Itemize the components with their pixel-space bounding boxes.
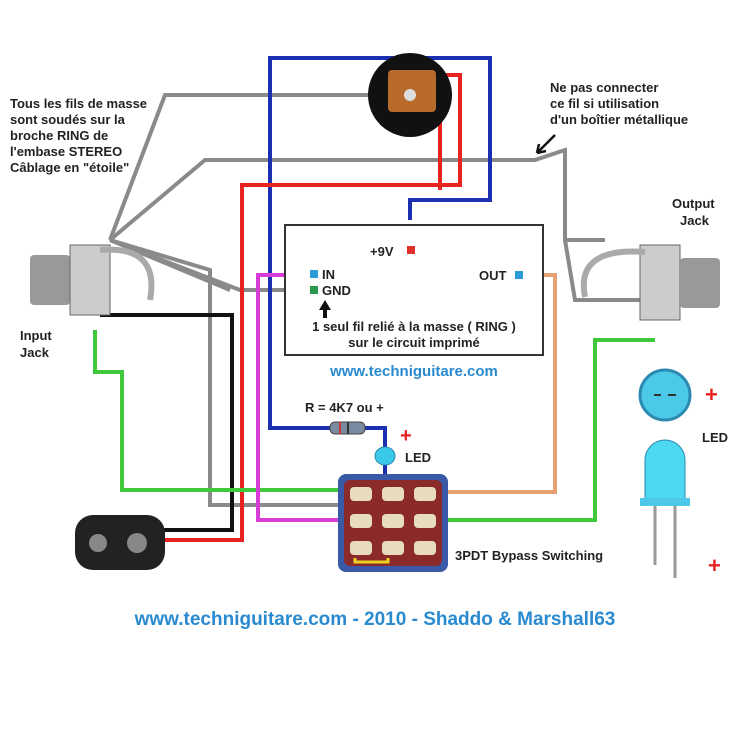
battery-clip xyxy=(75,515,165,570)
input-jack-label-1: Input xyxy=(20,328,52,343)
pcb-gnd-label: GND xyxy=(322,283,351,298)
ground-wires xyxy=(108,93,650,517)
ground-note-line: Tous les fils de masse xyxy=(10,96,147,111)
footer-credit: www.techniguitare.com - 2010 - Shaddo & … xyxy=(134,609,616,630)
output-jack-label-1: Output xyxy=(672,196,715,211)
output-jack xyxy=(580,244,720,321)
ground-note: Tous les fils de masse sont soudés sur l… xyxy=(10,96,147,175)
led-label: LED xyxy=(405,450,431,465)
led xyxy=(374,446,396,466)
led-legend xyxy=(638,368,692,578)
metal-note-line: Ne pas connecter xyxy=(550,80,658,95)
ground-note-line: sont soudés sur la xyxy=(10,112,126,127)
pcb-box: +9V IN GND OUT 1 seul fil relié à la mas… xyxy=(284,224,544,356)
resistor-label: R = 4K7 ou + xyxy=(305,400,384,415)
site-url: www.techniguitare.com xyxy=(329,363,498,380)
pcb-9v-label: +9V xyxy=(370,244,394,259)
input-jack xyxy=(30,244,155,316)
pcb-in-label: IN xyxy=(322,267,335,282)
resistor xyxy=(329,421,366,435)
metal-note-line: ce fil si utilisation xyxy=(550,96,659,111)
led-legend-plus-bottom: + xyxy=(708,553,721,578)
arrow-icon xyxy=(535,134,556,155)
pcb-note-line2: sur le circuit imprimé xyxy=(348,335,480,350)
pcb-out-label: OUT xyxy=(479,268,507,283)
led-legend-label: LED xyxy=(702,430,728,445)
pcb-note-line1: 1 seul fil relié à la masse ( RING ) xyxy=(312,319,516,334)
led-plus: + xyxy=(400,425,412,447)
3pdt-switch xyxy=(338,474,448,572)
metal-note-line: d'un boîtier métallique xyxy=(550,112,688,127)
switch-label: 3PDT Bypass Switching xyxy=(455,548,603,563)
ground-note-line: l'embase STEREO xyxy=(10,144,122,159)
input-jack-label-2: Jack xyxy=(20,345,50,360)
arrow-icon xyxy=(319,300,331,318)
ground-note-line: broche RING de xyxy=(10,128,108,143)
output-jack-label-2: Jack xyxy=(680,213,710,228)
black-wire xyxy=(100,313,234,532)
ground-note-line: Câblage en "étoile" xyxy=(10,160,129,175)
led-legend-plus-top: + xyxy=(705,382,718,407)
dc-power-jack xyxy=(368,53,452,137)
metal-box-note: Ne pas connecter ce fil si utilisation d… xyxy=(535,80,688,155)
pink-wire xyxy=(256,273,340,522)
